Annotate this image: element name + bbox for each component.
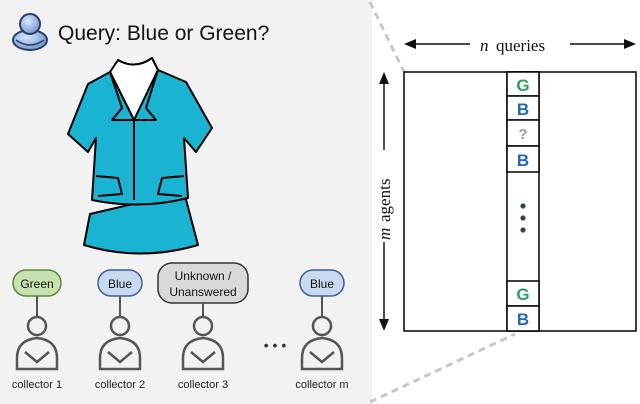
rows-symbol: m [375,228,394,240]
collector-1: Green collector 1 [12,269,62,391]
person-icon [98,315,142,371]
matrix-cell-4: B [506,145,540,173]
person-icon [300,315,344,371]
cell-text: G [516,285,529,304]
query-text: Query: Blue or Green? [58,22,269,45]
columns-dimension: n queries [404,34,636,55]
zoom-line-bottom [369,332,516,404]
matrix-cell-5: G [506,280,540,307]
columns-label: queries [496,36,545,55]
answer-text-line2: Unanswered [169,285,236,299]
cell-text: ? [518,126,527,143]
collector-2: Blue collector 2 [95,269,145,391]
collector-label: collector 2 [95,379,145,391]
cell-text: B [517,151,529,170]
matrix-cell-1: G [506,71,540,97]
rows-label: agents [375,179,394,222]
columns-symbol: n [480,36,489,55]
answer-text: Green [20,277,53,291]
collectors-ellipsis: • • • [264,337,287,353]
collector-label: collector 1 [12,379,62,391]
outfit-icon [67,57,213,255]
collector-label: collector 3 [178,379,228,391]
person-icon [15,315,59,371]
collector-3: Unknown / Unanswered collector 3 [157,262,249,391]
cell-text: G [516,76,529,95]
cell-text: B [517,100,529,119]
collector-m: Blue collector m [295,269,349,391]
matrix-cell-2: B [506,95,540,121]
matrix-cell-6: B [506,305,540,332]
user-avatar-icon [12,13,48,51]
matrix-cell-3: ? [506,119,540,147]
answer-text: Blue [310,277,334,291]
answer-text-line1: Unknown / [175,269,232,283]
cell-text: B [517,310,529,329]
rows-dimension: m agents [374,72,394,331]
answer-text: Blue [108,277,132,291]
collector-label: collector m [295,379,348,391]
matrix-vertical-ellipsis [520,203,526,233]
zoom-line-top [368,1,406,73]
person-icon [181,315,225,371]
